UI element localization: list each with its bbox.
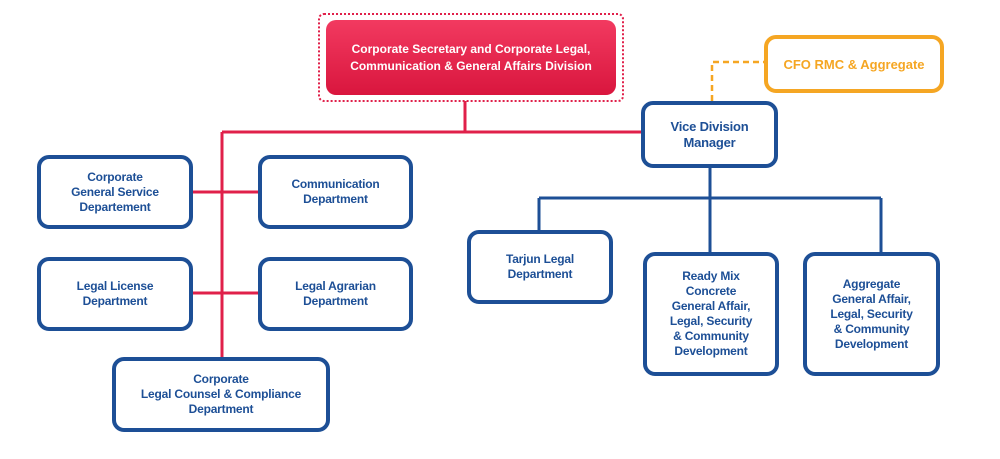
communication-dept-box: Communication Department xyxy=(258,155,413,229)
general-service-dept-box: Corporate General Service Departement xyxy=(37,155,193,229)
legal-agrarian-dept-box: Legal Agrarian Department xyxy=(258,257,413,331)
legal-license-dept-box: Legal License Department xyxy=(37,257,193,331)
top-division-box: Corporate Secretary and Corporate Legal,… xyxy=(326,20,616,95)
vice-division-manager-box: Vice Division Manager xyxy=(641,101,778,168)
tarjun-legal-dept-box: Tarjun Legal Department xyxy=(467,230,613,304)
aggregate-dept-box: Aggregate General Affair, Legal, Securit… xyxy=(803,252,940,376)
legal-counsel-compliance-dept-box: Corporate Legal Counsel & Compliance Dep… xyxy=(112,357,330,432)
cfo-box: CFO RMC & Aggregate xyxy=(764,35,944,93)
ready-mix-concrete-dept-box: Ready Mix Concrete General Affair, Legal… xyxy=(643,252,779,376)
cfo-dashed-connector xyxy=(710,60,764,101)
top-division-frame: Corporate Secretary and Corporate Legal,… xyxy=(318,13,624,102)
